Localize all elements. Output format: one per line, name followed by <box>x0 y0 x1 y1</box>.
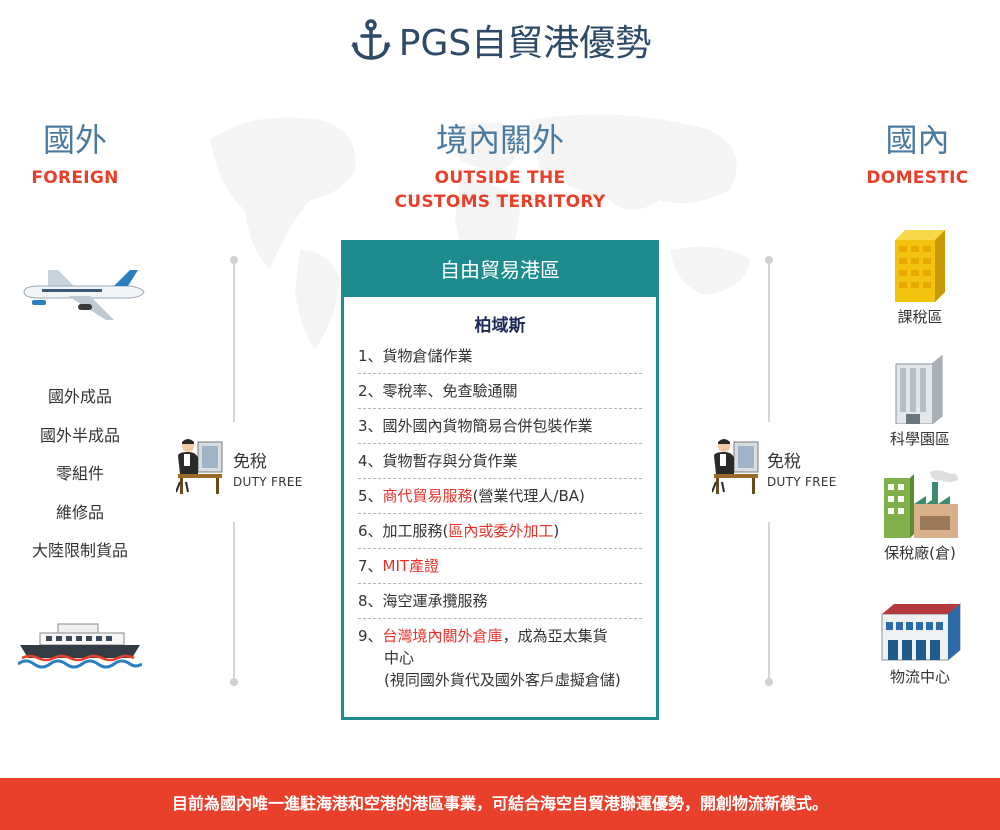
domestic-taxable-zone: 課稅區 <box>860 226 980 327</box>
connector-dot <box>765 256 773 264</box>
duty-free-en: DUTY FREE <box>767 475 837 489</box>
domestic-bonded-factory: 保稅廠(倉) <box>860 468 980 563</box>
service-item-number: 5、 <box>358 487 383 505</box>
service-item-text: 8、海空運承攬服務 <box>358 592 488 610</box>
duty-free-en: DUTY FREE <box>233 475 303 489</box>
service-item-highlight: 商代貿易服務 <box>382 487 473 505</box>
connector-line <box>768 262 770 422</box>
domestic-science-park: 科學園區 <box>860 352 980 449</box>
outside-heading-zh: 境內關外 <box>435 121 564 159</box>
service-item-text: ) <box>553 522 560 540</box>
duty-free-label-right: 免稅 DUTY FREE <box>767 451 837 491</box>
service-item: 8、海空運承攬服務 <box>358 584 642 619</box>
factory-icon <box>884 470 958 538</box>
foreign-heading: 國外 FOREIGN <box>10 120 140 190</box>
page-title: PGS自貿港優勢 <box>0 14 1000 66</box>
connector-dot <box>230 678 238 686</box>
customs-officer-icon <box>712 439 759 494</box>
outside-heading-en-line2: CUSTOMS TERRITORY <box>394 192 606 212</box>
taxable-zone-building-icon <box>895 230 945 302</box>
service-item: 4、貨物暫存與分貨作業 <box>358 444 642 479</box>
foreign-heading-zh: 國外 <box>42 121 107 159</box>
service-list: 1、貨物倉儲作業 2、零稅率、免查驗通關 3、國外國內貨物簡易合併包裝作業 4、… <box>344 339 656 697</box>
service-item-text: (營業代理人/BA) <box>472 487 585 505</box>
connector-line <box>233 262 235 422</box>
service-item: 9、台灣境內關外倉庫，成為亞太集貨中心 (視同國外貨代及國外客戶虛擬倉儲) <box>358 619 642 697</box>
service-item: 7、MIT產證 <box>358 549 642 584</box>
connector-line <box>768 522 770 680</box>
service-item-number: 9、 <box>358 627 383 645</box>
connector-line <box>233 522 235 680</box>
service-item: 5、商代貿易服務(營業代理人/BA) <box>358 479 642 514</box>
airplane-icon <box>23 270 145 320</box>
service-item-number: 7、 <box>358 557 383 575</box>
domestic-place-label: 課稅區 <box>897 308 943 326</box>
foreign-goods-item: 國外成品 <box>47 387 112 406</box>
domestic-heading-en: DOMESTIC <box>866 168 969 188</box>
title-text: PGS自貿港優勢 <box>398 23 652 64</box>
service-item-highlight: 區內或委外加工 <box>448 522 554 540</box>
domestic-place-label: 保稅廠(倉) <box>884 544 956 562</box>
science-park-building-icon <box>895 354 943 425</box>
duty-free-label-left: 免稅 DUTY FREE <box>233 451 303 491</box>
service-item: 1、貨物倉儲作業 <box>358 339 642 374</box>
service-item-highlight: MIT產證 <box>382 557 440 575</box>
service-item-continuation: 中心 <box>384 649 415 667</box>
service-item-text: 2、零稅率、免查驗通關 <box>358 382 518 400</box>
service-item-text: 1、貨物倉儲作業 <box>358 347 473 365</box>
foreign-goods-item: 大陸限制貨品 <box>31 541 128 560</box>
domestic-heading-zh: 國內 <box>885 121 950 159</box>
duty-free-zh: 免稅 <box>767 452 801 472</box>
service-item-text: ，成為亞太集貨 <box>502 627 608 645</box>
logistics-center-icon <box>881 602 961 661</box>
service-item: 2、零稅率、免查驗通關 <box>358 374 642 409</box>
domestic-heading: 國內 DOMESTIC <box>855 120 980 190</box>
panel-header: 自由貿易港區 <box>344 243 656 297</box>
foreign-goods-item: 國外半成品 <box>39 425 120 445</box>
foreign-heading-en: FOREIGN <box>31 168 119 188</box>
connector-dot <box>230 256 238 264</box>
service-item-text: 3、國外國內貨物簡易合併包裝作業 <box>358 417 593 435</box>
service-item-highlight: 台灣境內關外倉庫 <box>382 627 503 645</box>
service-item: 3、國外國內貨物簡易合併包裝作業 <box>358 409 642 444</box>
customs-officer-icon <box>176 439 223 494</box>
free-trade-zone-panel: 自由貿易港區 柏域斯 1、貨物倉儲作業 2、零稅率、免查驗通關 3、國外國內貨物… <box>341 240 659 720</box>
connector-dot <box>765 678 773 686</box>
foreign-goods-item: 維修品 <box>55 502 104 522</box>
outside-heading: 境內關外 OUTSIDE THE CUSTOMS TERRITORY <box>350 120 650 214</box>
outside-heading-en-line1: OUTSIDE THE <box>434 168 566 188</box>
domestic-place-label: 科學園區 <box>889 430 950 448</box>
service-item-text: 4、貨物暫存與分貨作業 <box>358 452 518 470</box>
anchor-icon <box>350 19 391 60</box>
foreign-goods-list: 國外成品 國外半成品 零組件 維修品 大陸限制貨品 <box>0 378 160 571</box>
ship-icon <box>18 623 142 669</box>
panel-subtitle: 柏域斯 <box>474 316 526 336</box>
bottom-banner: 目前為國內唯一進駐海港和空港的港區事業，可結合海空自貿港聯運優勢，開創物流新模式… <box>0 778 1000 830</box>
service-item-note: (視同國外貨代及國外客戶虛擬倉儲) <box>384 671 621 689</box>
domestic-place-label: 物流中心 <box>889 668 950 686</box>
service-item: 6、加工服務(區內或委外加工) <box>358 514 642 549</box>
domestic-logistics-center: 物流中心 <box>860 600 980 687</box>
service-item-text: 6、加工服務( <box>358 522 449 540</box>
foreign-goods-item: 零組件 <box>55 464 104 483</box>
duty-free-zh: 免稅 <box>233 452 267 472</box>
